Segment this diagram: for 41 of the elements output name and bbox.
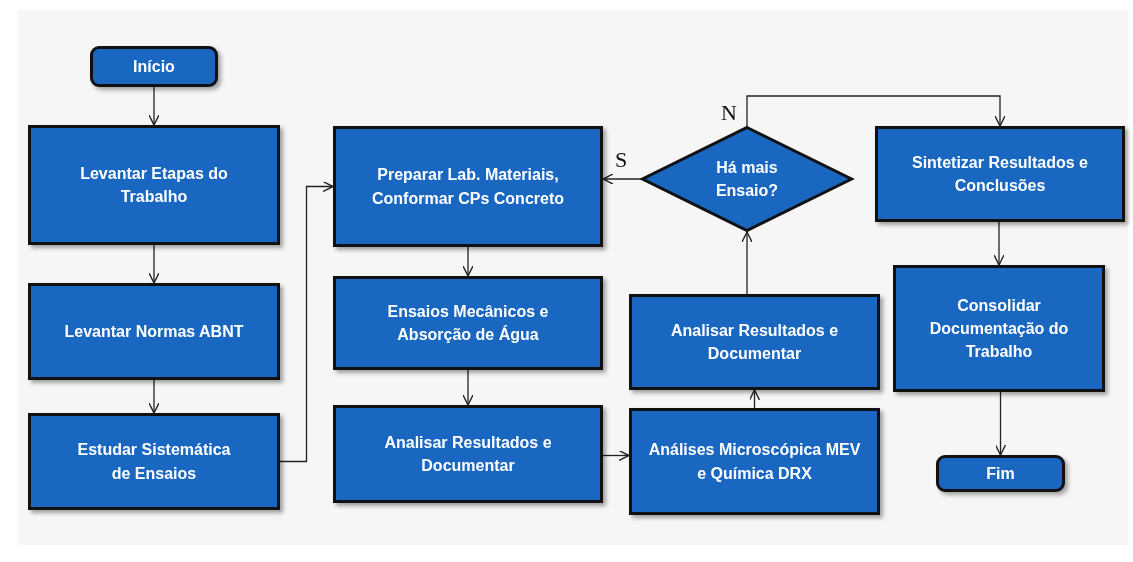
process-box [875, 126, 1125, 222]
terminal-box [90, 46, 218, 87]
step-text: Analisar Resultados e Documentar [383, 432, 553, 476]
step-text: Ensaios Mecânicos e Absorção de Água [386, 301, 550, 345]
process-box [629, 294, 880, 390]
arrow [462, 369, 474, 406]
arrow [746, 95, 1006, 127]
process-box [333, 126, 603, 247]
terminal-box [936, 455, 1065, 492]
arrow [148, 244, 160, 284]
step-text: Analisar Resultados e Documentar [669, 320, 840, 364]
edge-label: S [615, 149, 628, 171]
arrow [994, 391, 1007, 456]
process-box [28, 125, 280, 245]
arrow [748, 389, 761, 409]
process-box [333, 276, 603, 370]
step-text: Levantar Normas ABNT [64, 321, 244, 342]
step-text: Fim [986, 463, 1015, 484]
step-text: Estudar Sistemática de Ensaios [76, 440, 232, 484]
edge-label: N [721, 102, 737, 124]
decision-diamond [641, 126, 853, 232]
process-box [333, 405, 603, 503]
arrow [602, 173, 642, 185]
step-text: Análises Microscópica MEV e Química DRX [647, 440, 862, 484]
step-text: Preparar Lab. Materiais, Conformar CPs Concreto [371, 165, 565, 209]
step-text: Início [133, 56, 175, 77]
step-text: Sintetizar Resultados e Conclusões [910, 152, 1089, 196]
arrow [741, 231, 753, 295]
process-box [28, 413, 280, 510]
arrow [602, 449, 630, 462]
arrow [148, 379, 160, 414]
process-box [28, 283, 280, 380]
step-text: Levantar Etapas do Trabalho [79, 163, 229, 207]
process-box [893, 265, 1105, 392]
arrow [993, 221, 1005, 266]
process-box [629, 408, 880, 515]
arrow [148, 86, 160, 126]
step-text: Consolidar Documentação do Trabalho [928, 295, 1070, 363]
arrow [462, 246, 474, 277]
step-text: Há mais Ensaio? [714, 157, 780, 201]
arrow [279, 180, 334, 463]
